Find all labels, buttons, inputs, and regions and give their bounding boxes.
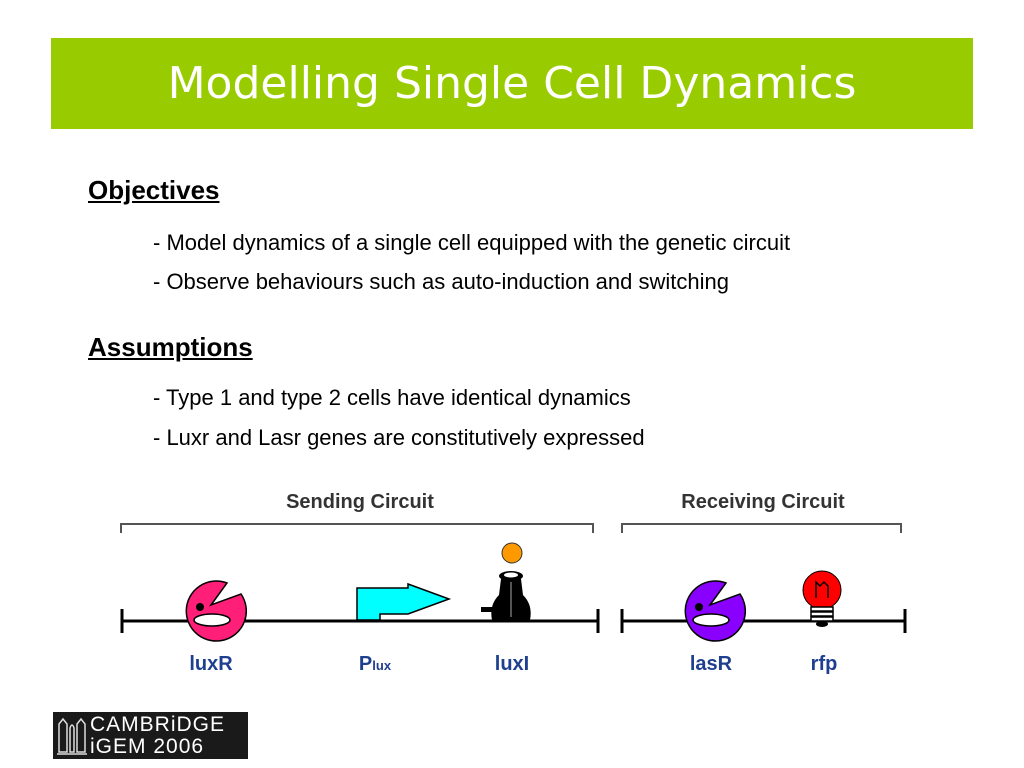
luxi-label: luxI (495, 653, 529, 675)
lasr-protein-icon (684, 580, 747, 642)
objective-bullet-1: - Model dynamics of a single cell equipp… (153, 230, 791, 255)
logo-line-2: iGEM 2006 (90, 735, 205, 758)
sending-circuit-label: Sending Circuit (286, 491, 434, 513)
luxi-gene-icon (481, 571, 531, 620)
rfp-lightbulb-icon (802, 570, 842, 627)
slide-title: Modelling Single Cell Dynamics (167, 58, 857, 109)
luxr-label: luxR (189, 653, 233, 675)
objective-bullet-2: - Observe behaviours such as auto-induct… (153, 269, 729, 294)
luxr-protein-icon (185, 580, 248, 642)
assumption-bullet-1: - Type 1 and type 2 cells have identical… (153, 385, 631, 410)
receiving-dna-backbone (620, 609, 907, 633)
lasr-label: lasR (690, 653, 733, 675)
genetic-circuit-diagram: Sending Circuit Receiving Circuit (120, 491, 907, 675)
receiving-circuit-label: Receiving Circuit (681, 491, 845, 513)
plux-promoter-icon (356, 582, 452, 621)
assumption-bullet-2: - Luxr and Lasr genes are constitutively… (153, 425, 645, 450)
logo-line-1: CAMBRiDGE (90, 713, 226, 736)
title-bar: Modelling Single Cell Dynamics (51, 38, 973, 129)
assumptions-heading: Assumptions (88, 332, 253, 362)
sending-circuit-bracket (120, 523, 594, 533)
college-crest-icon (55, 714, 89, 757)
cambridge-igem-logo: CAMBRiDGE iGEM 2006 (53, 712, 248, 759)
signal-molecule-icon (501, 542, 523, 564)
rfp-label: rfp (811, 653, 838, 675)
plux-label: Plux (359, 653, 392, 675)
receiving-circuit-bracket (621, 523, 902, 533)
objectives-heading: Objectives (88, 175, 220, 205)
